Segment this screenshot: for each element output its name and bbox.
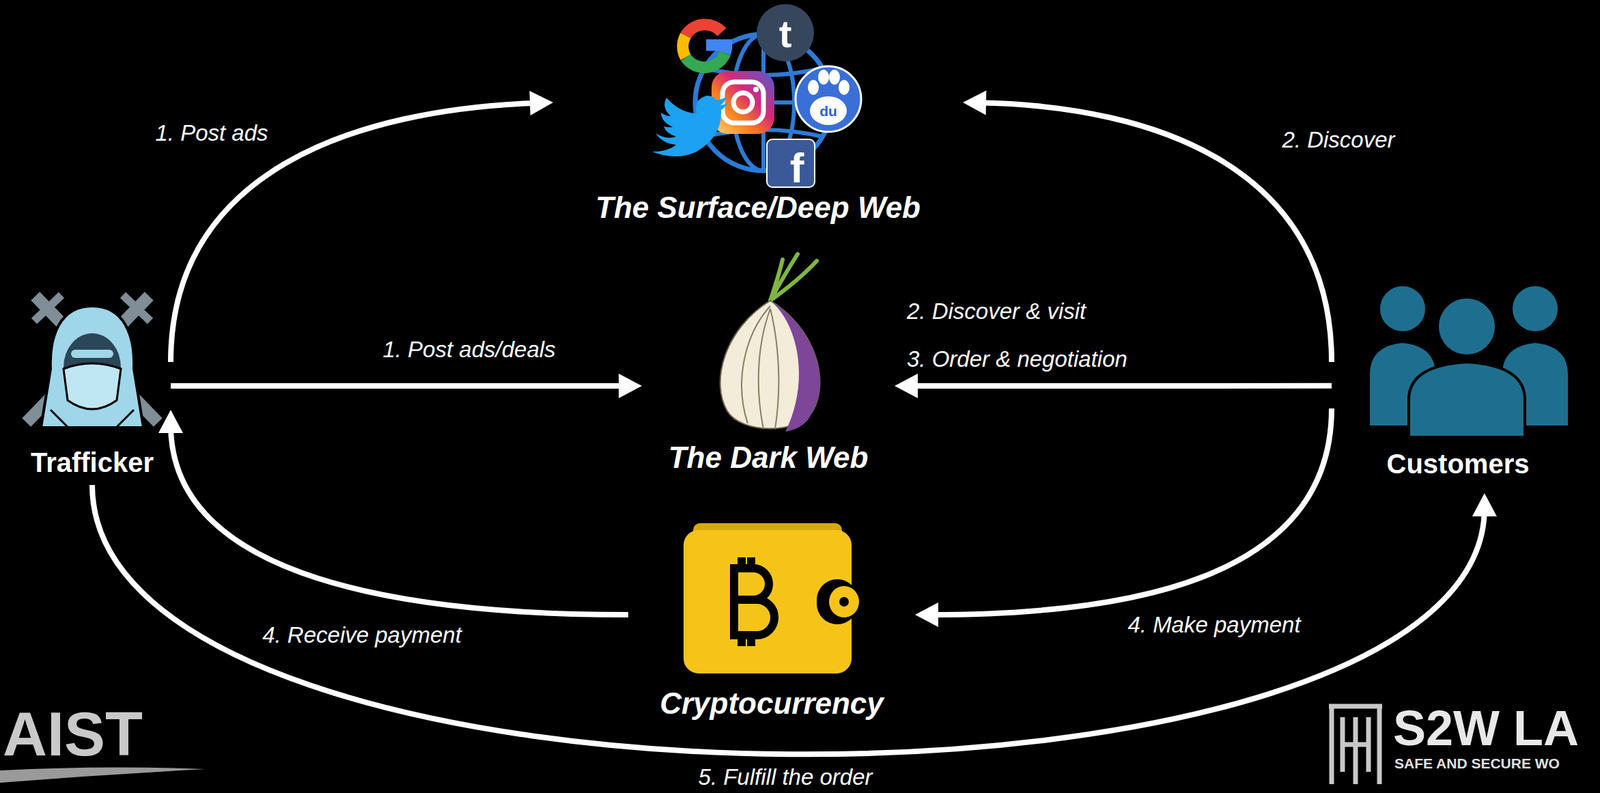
tumblr-icon [756,4,814,62]
flow-arrow [158,409,629,615]
kaist-logo [0,766,205,783]
logo-letter: f [790,143,805,192]
customers-icon-part [1511,284,1560,333]
flow-arrow [894,373,1332,399]
node-label: The Dark Web [668,440,869,476]
crypto-wallet-icon-part [839,596,849,607]
trafficker-icon-part-part [122,295,151,321]
s2w-logo-mark [1328,706,1383,784]
node-label: Trafficker [30,446,154,479]
flow-arrow [92,484,1497,754]
node-label: The Surface/Deep Web [595,190,921,226]
payment-node: Cryptocurrency [628,518,916,724]
flow-arrow [915,408,1332,627]
node-label: Cryptocurrency [659,686,884,722]
step-label: 3. Order & negotiation [902,346,1132,373]
web-node: The Surface/Deep Web [553,5,963,227]
step-label: 1. Post ads/deals [378,336,560,363]
google-icon-part [685,24,722,36]
instagram-icon-part [722,81,764,123]
crypto-wallet-icon [683,523,860,674]
google-icon-part [682,35,686,58]
arrow-head [1472,493,1497,517]
logo-letter: du [819,103,838,120]
twitter-icon-part [652,95,728,157]
google-icon [682,24,727,68]
tor-onion-icon [720,254,821,432]
institution-logo: AIST [2,699,143,771]
instagram-icon-part [753,86,759,93]
crypto-wallet-icon-part-part [730,568,769,600]
step-label: 1. Post ads [150,120,272,147]
crypto-wallet-icon-part [829,585,860,618]
tumblr-icon-part [756,4,814,62]
trafficker-icon-part [63,363,121,410]
trafficker-icon-part [40,305,144,428]
arrow-head [529,90,554,116]
customers-icon-part [1437,297,1497,356]
google-icon-part [685,53,726,68]
actor-node: Customers [1331,273,1585,494]
arrow-head [894,373,918,399]
company-tagline: SAFE AND SECURE WO [1394,755,1560,772]
trafficker-icon-part [50,409,134,428]
flow-line [930,408,1332,615]
crypto-wallet-icon-part-part [730,599,775,636]
customers-icon-part [1408,361,1525,438]
trafficker-icon [30,295,154,428]
crypto-wallet-icon-part-part [741,557,752,647]
arrow-head [915,602,939,627]
baidu-icon-part [818,69,830,85]
step-label: 2. Discover & visit [902,298,1090,325]
flow-line [170,424,629,615]
tor-onion-icon-part [770,254,817,301]
actor-node: Trafficker [13,286,171,485]
instagram-icon-part [733,92,753,112]
dark-web-node: The Dark Web [641,245,895,479]
baidu-icon-part [829,69,840,85]
customers-icon [1368,284,1570,438]
trafficker-icon-part [71,349,114,358]
tor-onion-icon-part [741,305,779,429]
s2w-logo-mark-part [1328,706,1383,784]
step-label: 5. Fulfill the order [694,764,877,791]
baidu-icon-part [795,66,862,132]
flow-line [909,383,1332,389]
google-icon-part [706,45,727,54]
flow-line [92,484,1485,754]
logo-letter: t [779,12,793,56]
arrow-head [158,409,184,433]
node-label: Customers [1386,447,1530,480]
company-logo: S2W LA [1393,699,1579,757]
baidu-icon-part [809,96,847,125]
kaist-logo-part [0,766,205,783]
step-label: 2. Discover [1277,127,1399,153]
twitter-icon [652,95,728,157]
arrow-head [618,373,642,399]
baidu-icon-part [807,79,819,95]
crypto-wallet-icon-part [730,557,775,647]
flow-line [170,383,627,389]
customers-icon-part [1378,284,1427,333]
flow-arrow [170,373,642,399]
baidu-icon-part [838,79,850,95]
step-label: 4. Make payment [1123,611,1305,638]
trafficker-icon-part-part [34,295,62,321]
step-label: 4. Receive payment [258,622,466,649]
baidu-icon [795,66,862,132]
arrow-head [962,90,987,116]
